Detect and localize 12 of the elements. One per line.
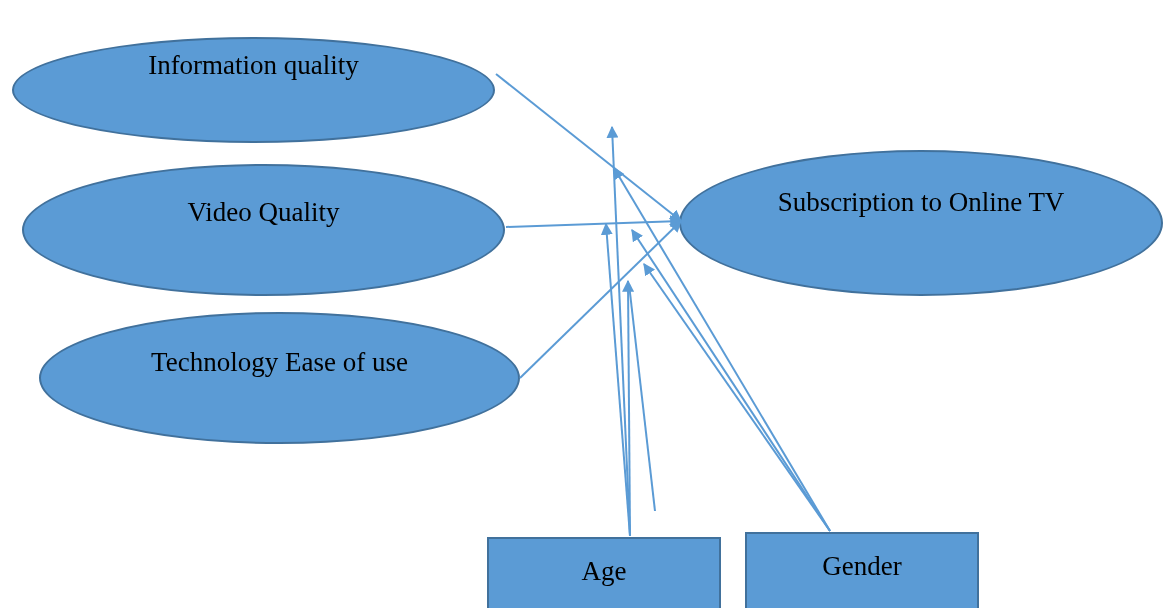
arrow — [643, 263, 831, 532]
node-label: Technology Ease of use — [150, 346, 409, 379]
node-label: Gender — [821, 550, 903, 583]
node-label: Information quality — [147, 49, 360, 82]
node-label: Age — [580, 555, 628, 588]
arrow — [495, 73, 682, 222]
arrow — [631, 229, 831, 532]
variable-box — [487, 537, 721, 608]
node-label: Video Quality — [186, 196, 341, 229]
variable-box — [745, 532, 979, 608]
arrow — [519, 220, 682, 379]
node-label: Subscription to Online TV — [776, 186, 1066, 219]
